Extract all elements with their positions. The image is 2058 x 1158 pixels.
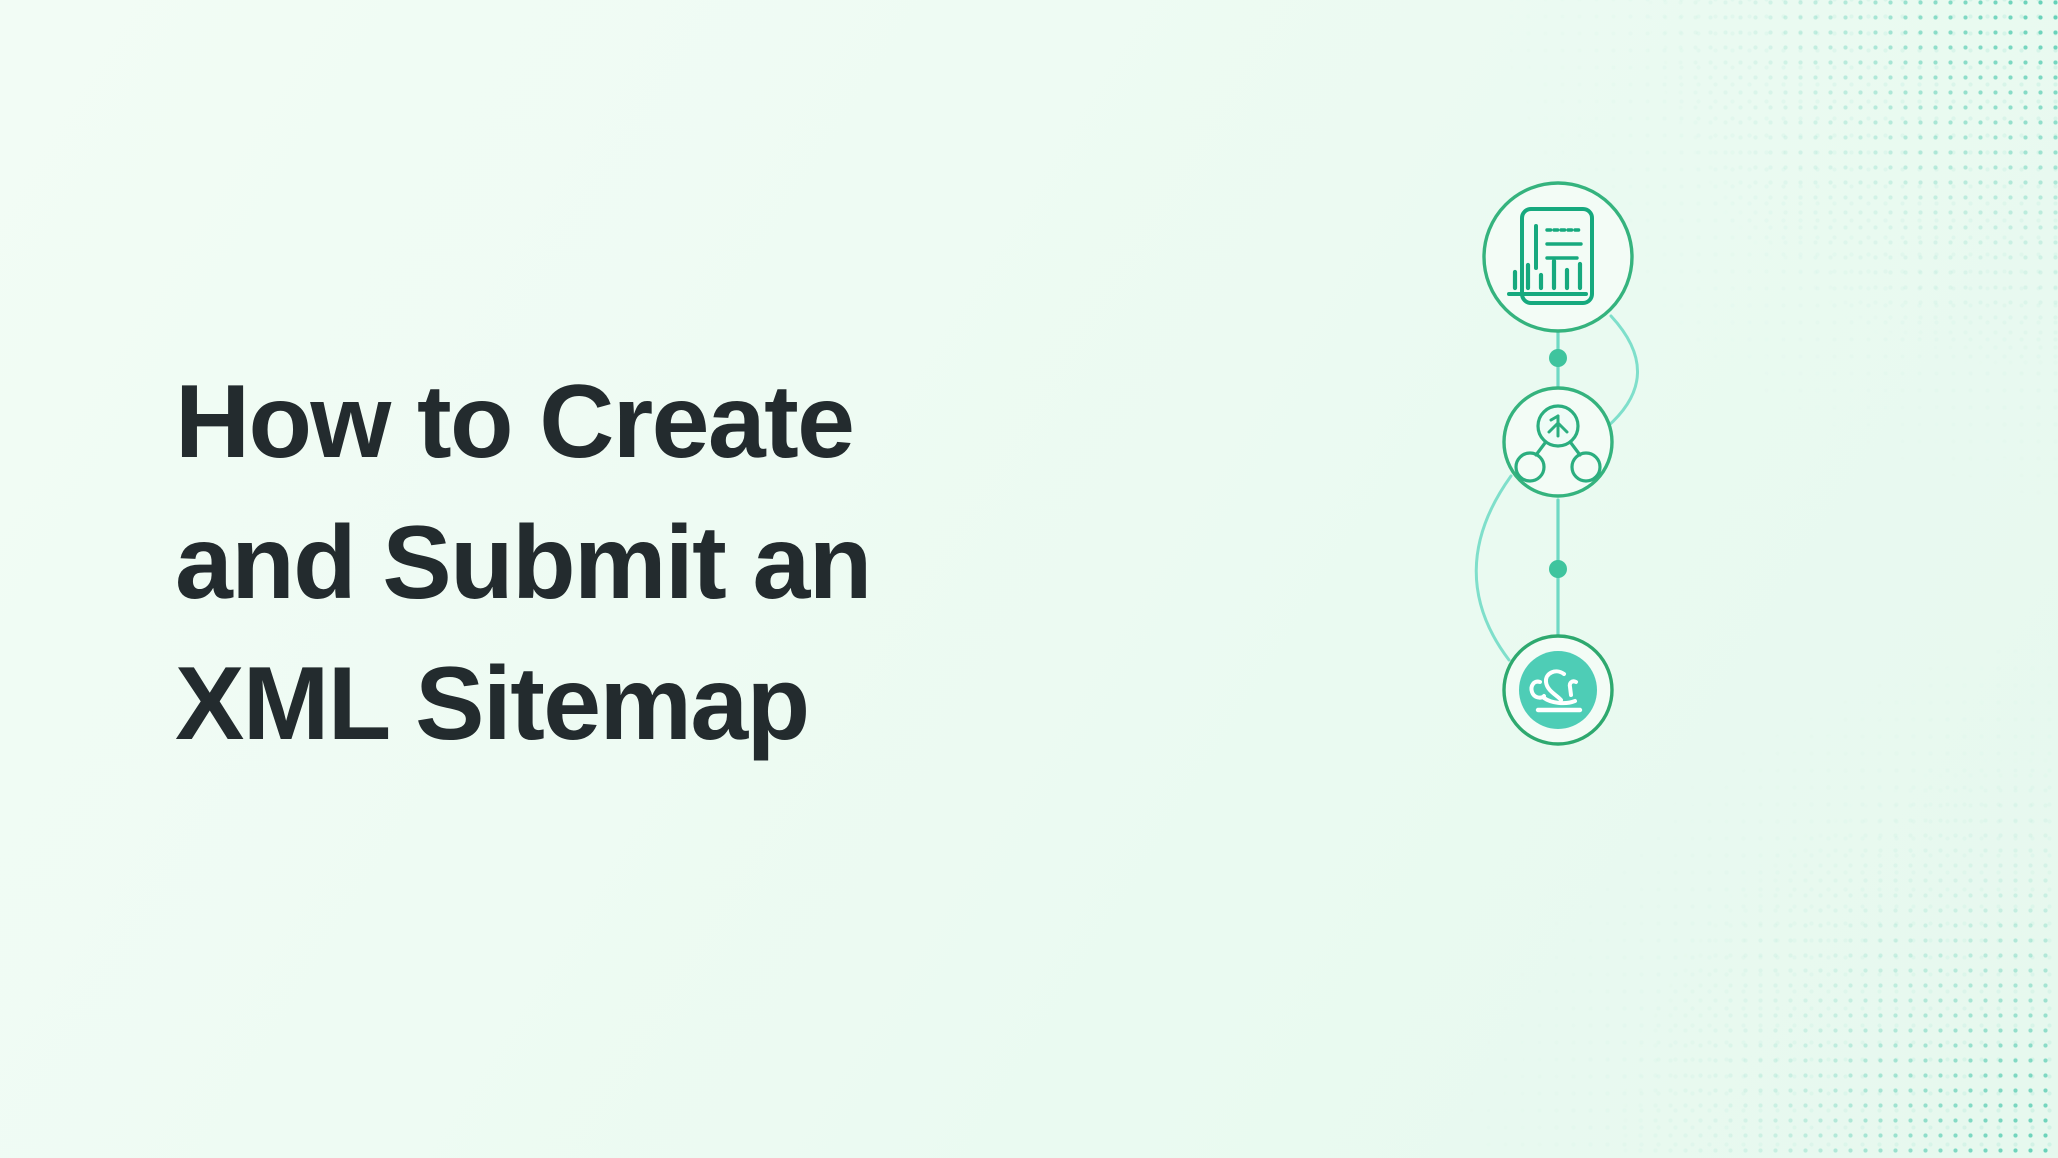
submit-hand-thumb bbox=[1529, 679, 1546, 700]
submit-hand-icon bbox=[1529, 669, 1583, 713]
connector-dot-1 bbox=[1549, 349, 1567, 367]
step-3-circle-outline bbox=[1502, 634, 1614, 746]
step-1-document-node[interactable] bbox=[1482, 181, 1634, 333]
connector-group bbox=[1474, 314, 1639, 662]
connector-curve-right-1-2 bbox=[1605, 314, 1639, 429]
document-page-shape bbox=[1520, 207, 1594, 305]
step-2-circle-outline bbox=[1502, 386, 1614, 498]
page-title-line-1: How to Create bbox=[175, 364, 855, 480]
sitemap-process-flow-svg bbox=[1474, 181, 1639, 746]
hierarchy-child-node-right bbox=[1570, 451, 1602, 483]
hierarchy-link-right bbox=[1569, 441, 1582, 457]
page-title-line-2: and Submit an bbox=[175, 505, 872, 621]
connector-curve-left-2-3 bbox=[1474, 474, 1513, 662]
connector-dot-2 bbox=[1549, 560, 1567, 578]
sitemap-node-hierarchy-icon bbox=[1514, 404, 1602, 483]
step-3-submit-node[interactable] bbox=[1502, 634, 1614, 746]
document-with-chart-icon bbox=[1507, 207, 1594, 305]
page-title-line-3: XML Sitemap bbox=[175, 646, 810, 762]
submit-hand-finger-tip bbox=[1567, 679, 1578, 697]
submit-hand-pointer bbox=[1543, 669, 1566, 702]
page-title: How to Create and Submit an XML Sitemap bbox=[175, 352, 1055, 775]
step-2-sitemap-node[interactable] bbox=[1502, 386, 1614, 498]
hierarchy-link-left bbox=[1534, 441, 1547, 457]
step-1-circle-outline bbox=[1482, 181, 1634, 333]
hierarchy-branch-glyph bbox=[1547, 414, 1569, 438]
hierarchy-child-node-left bbox=[1514, 451, 1546, 483]
sitemap-process-flow-graphic bbox=[1395, 120, 1735, 1020]
submit-hand-palm bbox=[1542, 696, 1577, 706]
